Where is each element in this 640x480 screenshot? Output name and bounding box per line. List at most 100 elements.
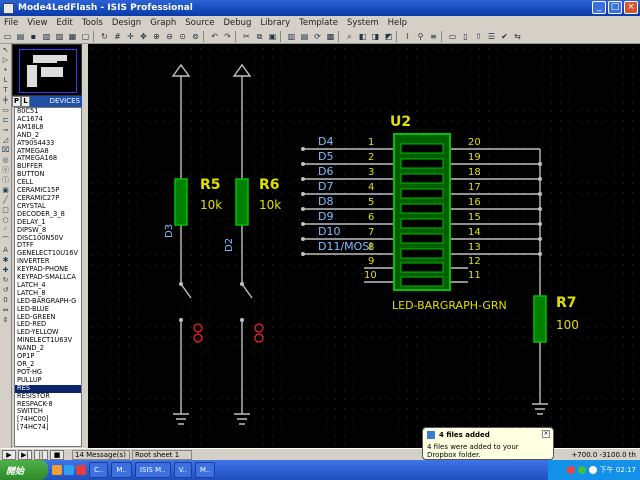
device-list-item[interactable]: DTFF (17, 241, 34, 250)
schematic-canvas[interactable]: R5 10k R6 10k R7 100 D3 D2 U2 LED-BARGRA… (88, 44, 640, 448)
device-list-item[interactable]: LED-GREEN (17, 312, 56, 321)
marker-icon[interactable]: ✚ (2, 266, 9, 274)
symbol-icon[interactable]: ✱ (2, 256, 9, 264)
export-icon[interactable]: ▨ (55, 32, 64, 41)
generator-icon[interactable]: ◎ (2, 156, 9, 164)
device-list-item[interactable]: INVERTER (17, 257, 50, 266)
device-list-item[interactable]: RESISTOR (17, 391, 50, 400)
print-icon[interactable]: ▦ (68, 32, 77, 41)
circle-icon[interactable]: ○ (2, 216, 9, 224)
device-list-item[interactable]: DIPSW_8 (17, 225, 47, 234)
menu-source[interactable]: Source (185, 18, 215, 28)
new-file-icon[interactable]: ▭ (3, 32, 12, 41)
library-manager-button[interactable]: L (21, 96, 30, 107)
pick-device-icon[interactable]: ⌕ (347, 31, 352, 41)
path-icon[interactable]: ⌒ (2, 236, 9, 244)
menu-help[interactable]: Help (387, 18, 408, 28)
current-probe-icon[interactable]: ⓘ (2, 176, 9, 184)
bus-icon[interactable]: ╪ (3, 96, 8, 104)
maximize-button[interactable]: □ (608, 1, 622, 14)
device-list-item[interactable]: [74HC74] (17, 423, 49, 432)
notification-close-button[interactable]: × (542, 430, 550, 438)
device-list-item[interactable]: GENELECT10U16V (17, 249, 78, 258)
menu-library[interactable]: Library (260, 18, 291, 28)
close-button[interactable]: × (624, 1, 638, 14)
device-list-item[interactable]: RES (15, 384, 81, 393)
subcircuit-icon[interactable]: ▭ (2, 106, 9, 114)
wire-autorouter-icon[interactable]: ⌇ (405, 32, 410, 41)
menu-edit[interactable]: Edit (56, 18, 73, 28)
message-count[interactable]: 14 Message(s) (72, 449, 130, 460)
menu-tools[interactable]: Tools (81, 18, 103, 28)
search-tag-icon[interactable]: ⚲ (417, 32, 424, 41)
virtual-instruments-icon[interactable]: ▣ (2, 186, 9, 194)
device-list-item[interactable]: RESPACK-8 (17, 399, 53, 408)
menu-system[interactable]: System (346, 18, 379, 28)
device-list-item[interactable]: ATMEGA8 (17, 146, 49, 155)
text-icon[interactable]: A (3, 246, 8, 254)
open-file-icon[interactable]: ▤ (16, 32, 25, 41)
rotate-cw-icon[interactable]: ↻ (2, 276, 9, 284)
device-list-item[interactable]: CERAMIC15P (17, 186, 60, 195)
device-list-item[interactable]: 80C51 (17, 107, 39, 115)
taskbar-button-isis[interactable]: ISIS M.. (134, 462, 171, 478)
quicklaunch-icon[interactable] (76, 465, 86, 475)
copy-icon[interactable]: ⧉ (256, 31, 263, 41)
overview-window[interactable] (12, 44, 82, 96)
rotation-angle-field[interactable]: 0 (3, 296, 8, 304)
device-list-item[interactable]: LATCH_4 (17, 280, 46, 289)
pause-button[interactable]: || (34, 449, 48, 460)
block-delete-icon[interactable]: ▩ (326, 32, 335, 41)
device-list-item[interactable]: [74HC00] (17, 415, 49, 424)
arc-icon[interactable]: ◜ (4, 226, 7, 234)
device-list-item[interactable]: DECODER_3_8 (17, 209, 65, 218)
menu-template[interactable]: Template (299, 18, 338, 28)
rotate-ccw-icon[interactable]: ↺ (2, 286, 9, 294)
device-list-item[interactable]: AC1674 (17, 114, 43, 123)
dropbox-notification[interactable]: 4 files added × 4 files were added to yo… (422, 427, 554, 460)
device-list-item[interactable]: ATMEGA168 (17, 154, 58, 163)
zoom-area-icon[interactable]: ⊚ (192, 32, 199, 41)
device-list-item[interactable]: CRYSTAL (17, 201, 46, 210)
pan-icon[interactable]: ✥ (140, 32, 147, 41)
terminals-icon[interactable]: ⊏ (2, 116, 9, 124)
taskbar-button[interactable]: M.. (194, 462, 216, 478)
device-list-item[interactable]: SWITCH (17, 407, 43, 416)
device-list-item[interactable]: CERAMIC27P (17, 193, 60, 202)
dropbox-tray-icon[interactable] (588, 466, 597, 474)
voltage-probe-icon[interactable]: ⓥ (2, 166, 9, 174)
device-list-item[interactable]: NAND_2 (17, 344, 44, 353)
device-list-item[interactable]: OR_2 (17, 360, 35, 368)
quicklaunch-icon[interactable] (52, 465, 62, 475)
mirror-y-icon[interactable]: ⇕ (2, 316, 9, 324)
device-pins-icon[interactable]: ⊸ (2, 126, 9, 134)
menu-design[interactable]: Design (111, 18, 142, 28)
taskbar-button[interactable]: V.. (173, 462, 192, 478)
zoom-all-icon[interactable]: ⊙ (179, 32, 186, 41)
quicklaunch-icon[interactable] (64, 465, 74, 475)
bill-of-materials-icon[interactable]: ☰ (487, 32, 496, 41)
device-list-item[interactable]: OP1P (17, 352, 35, 361)
electrical-check-icon[interactable]: ✔ (501, 32, 508, 41)
device-list-item[interactable]: AT90S4433 (17, 138, 55, 147)
tray-icon[interactable] (577, 466, 586, 474)
device-list-item[interactable]: LED-BARGRAPH-G (17, 296, 77, 305)
device-list-item[interactable]: LED-RED (17, 320, 47, 329)
device-list-item[interactable]: LED-BLUE (17, 304, 49, 313)
remove-sheet-icon[interactable]: ▯ (463, 32, 468, 41)
property-assign-icon[interactable]: ≡ (430, 32, 437, 41)
zoom-in-icon[interactable]: ⊕ (153, 32, 160, 41)
text-script-icon[interactable]: T (3, 86, 8, 94)
menu-debug[interactable]: Debug (223, 18, 252, 28)
grid-icon[interactable]: # (114, 32, 121, 41)
make-device-icon[interactable]: ◧ (358, 32, 367, 41)
step-button[interactable]: ▶| (18, 449, 32, 460)
device-list-item[interactable]: KEYPAD-PHONE (17, 265, 69, 274)
zoom-out-icon[interactable]: ⊖ (166, 32, 173, 41)
component-mode-icon[interactable]: ▷ (2, 56, 9, 64)
start-button[interactable]: 開始 (0, 460, 48, 480)
taskbar-button[interactable]: C.. (89, 462, 109, 478)
stop-button[interactable]: ■ (50, 449, 64, 460)
new-sheet-icon[interactable]: ▭ (448, 32, 457, 41)
